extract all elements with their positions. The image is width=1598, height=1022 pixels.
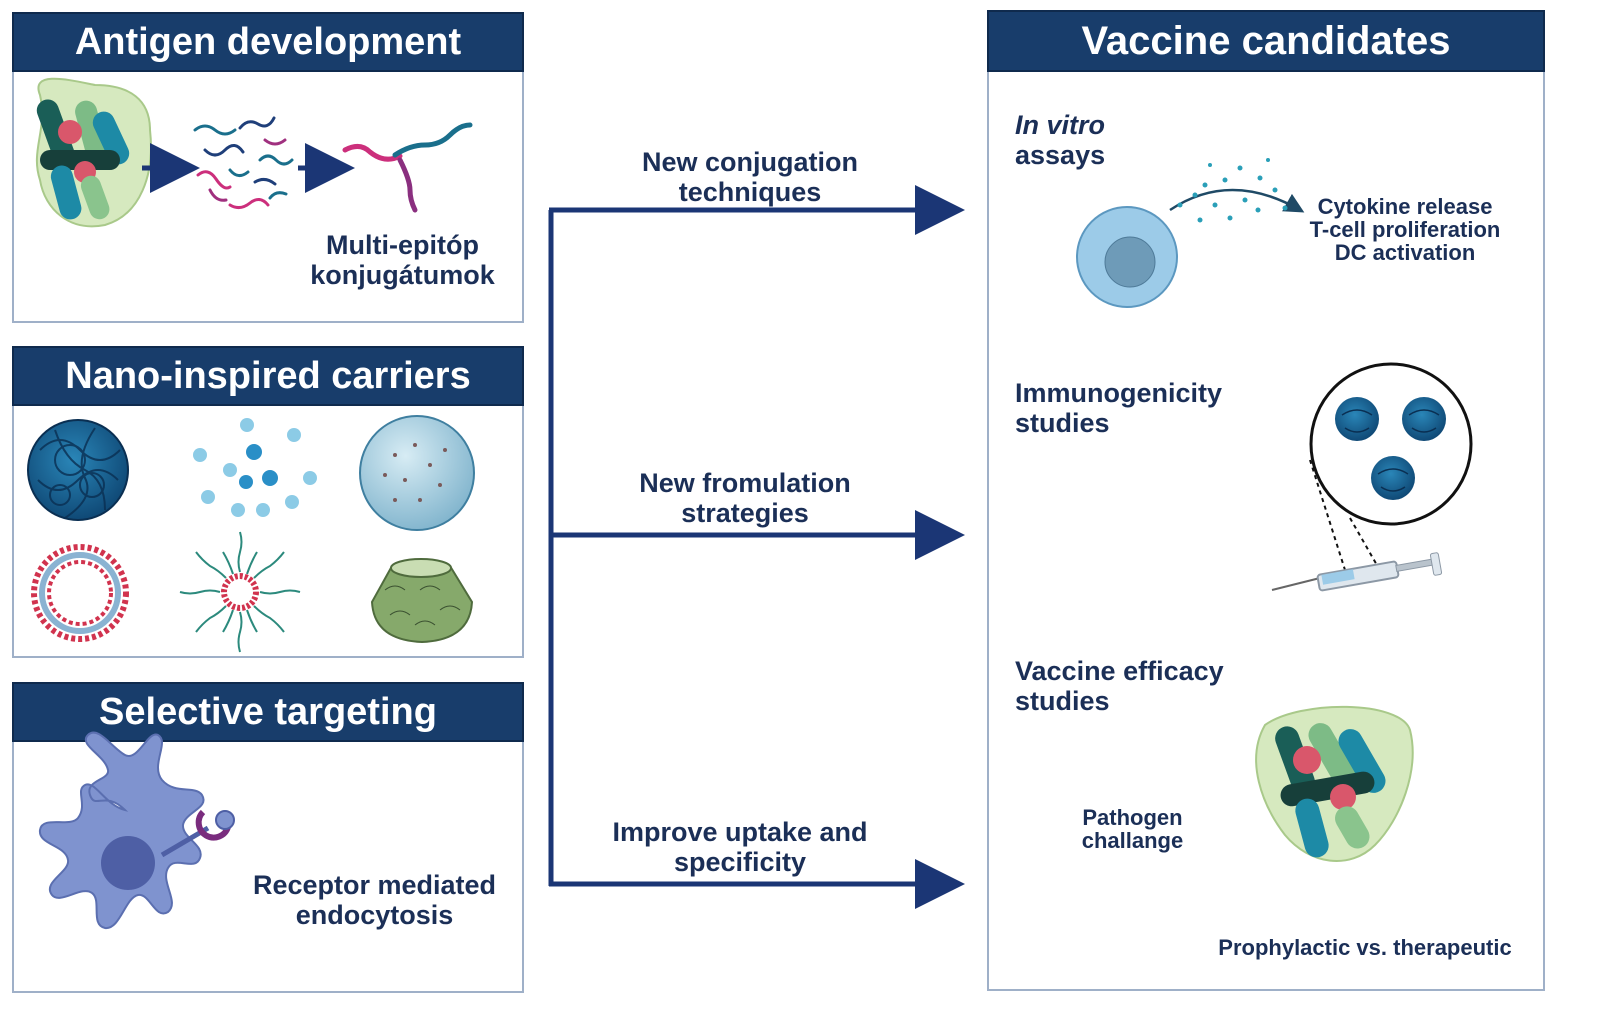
targeting-panel-title: Selective targeting bbox=[12, 682, 524, 742]
pathogen-line2: challange bbox=[1081, 828, 1184, 854]
receptor-icon bbox=[160, 809, 235, 858]
zoom-lines bbox=[1309, 459, 1379, 571]
liposome-icon bbox=[31, 544, 129, 642]
dendritic-cell-icon bbox=[39, 731, 205, 929]
outcome-dc: DC activation bbox=[1334, 240, 1476, 266]
outcome-cytokine: Cytokine release bbox=[1317, 194, 1493, 219]
prophylactic-label: Prophylactic vs. therapeutic bbox=[1218, 935, 1512, 960]
arrow-label-uptake: Improve uptake and specificity bbox=[580, 817, 900, 877]
nanoparticle-dispersion-icon bbox=[193, 418, 317, 517]
syringe-icon bbox=[1271, 552, 1443, 592]
efficacy-line1: Vaccine efficacy bbox=[1015, 656, 1224, 686]
outcome-tcell: T-cell proliferation bbox=[1309, 217, 1501, 243]
carriers-panel-title: Nano-inspired carriers bbox=[12, 346, 524, 406]
micelle-icon bbox=[179, 531, 301, 653]
invitro-label: In vitro assays bbox=[1015, 110, 1105, 170]
arrow-label-uptake-line2: specificity bbox=[673, 847, 807, 878]
pathogen-line1: Pathogen bbox=[1082, 805, 1183, 830]
cytokine-particles-icon bbox=[1177, 158, 1288, 223]
lipid-nanosphere-icon bbox=[359, 415, 475, 531]
peptide-fragments-icon bbox=[193, 116, 294, 210]
immune-cell-icon bbox=[1076, 206, 1178, 308]
targeting-caption-line2: endocytosis bbox=[295, 900, 454, 931]
flow-connector bbox=[548, 185, 965, 909]
targeting-caption-line1: Receptor mediated bbox=[252, 870, 497, 900]
antigen-caption-line1: Multi-epitóp bbox=[326, 230, 479, 260]
cyclodextrin-icon bbox=[370, 558, 474, 644]
arrow-label-formulation-line2: strategies bbox=[681, 498, 809, 529]
pathogen-challenge-label: Pathogen challange bbox=[1060, 806, 1205, 852]
challenge-pathogen-icon bbox=[1255, 705, 1414, 862]
vaccine-candidates-title: Vaccine candidates bbox=[987, 10, 1545, 72]
pathogen-icon bbox=[35, 77, 152, 228]
polymeric-nanoparticle-icon bbox=[27, 419, 129, 521]
invitro-outcomes: Cytokine release T-cell proliferation DC… bbox=[1300, 195, 1510, 264]
magnified-nanoparticles-icon bbox=[1309, 362, 1473, 526]
immunogenicity-label: Immunogenicity studies bbox=[1015, 378, 1222, 438]
arrow-label-formulation: New fromulation strategies bbox=[595, 468, 895, 528]
immunogenicity-line1: Immunogenicity bbox=[1015, 378, 1223, 408]
cytokine-release-arrow bbox=[1169, 188, 1305, 213]
invitro-label-line1: In vitro bbox=[1015, 110, 1106, 140]
targeting-caption: Receptor mediated endocytosis bbox=[232, 870, 517, 930]
efficacy-label: Vaccine efficacy studies bbox=[1015, 656, 1224, 716]
arrow-label-conjugation-line2: techniques bbox=[678, 177, 822, 208]
antigen-caption-line2: konjugátumok bbox=[310, 260, 495, 291]
immunogenicity-line2: studies bbox=[1015, 408, 1110, 439]
invitro-label-line2: assays bbox=[1015, 140, 1106, 171]
vaccine-candidates-panel bbox=[987, 66, 1545, 991]
antigen-panel-title: Antigen development bbox=[12, 12, 524, 72]
efficacy-line2: studies bbox=[1015, 686, 1110, 717]
antigen-caption: Multi-epitóp konjugátumok bbox=[290, 230, 515, 290]
arrow-label-conjugation-line1: New conjugation bbox=[642, 147, 858, 177]
arrow-label-uptake-line1: Improve uptake and bbox=[612, 817, 868, 847]
arrow-label-formulation-line1: New fromulation bbox=[639, 468, 851, 498]
arrow-label-conjugation: New conjugation techniques bbox=[600, 147, 900, 207]
multi-epitope-conjugate-icon bbox=[342, 122, 473, 213]
